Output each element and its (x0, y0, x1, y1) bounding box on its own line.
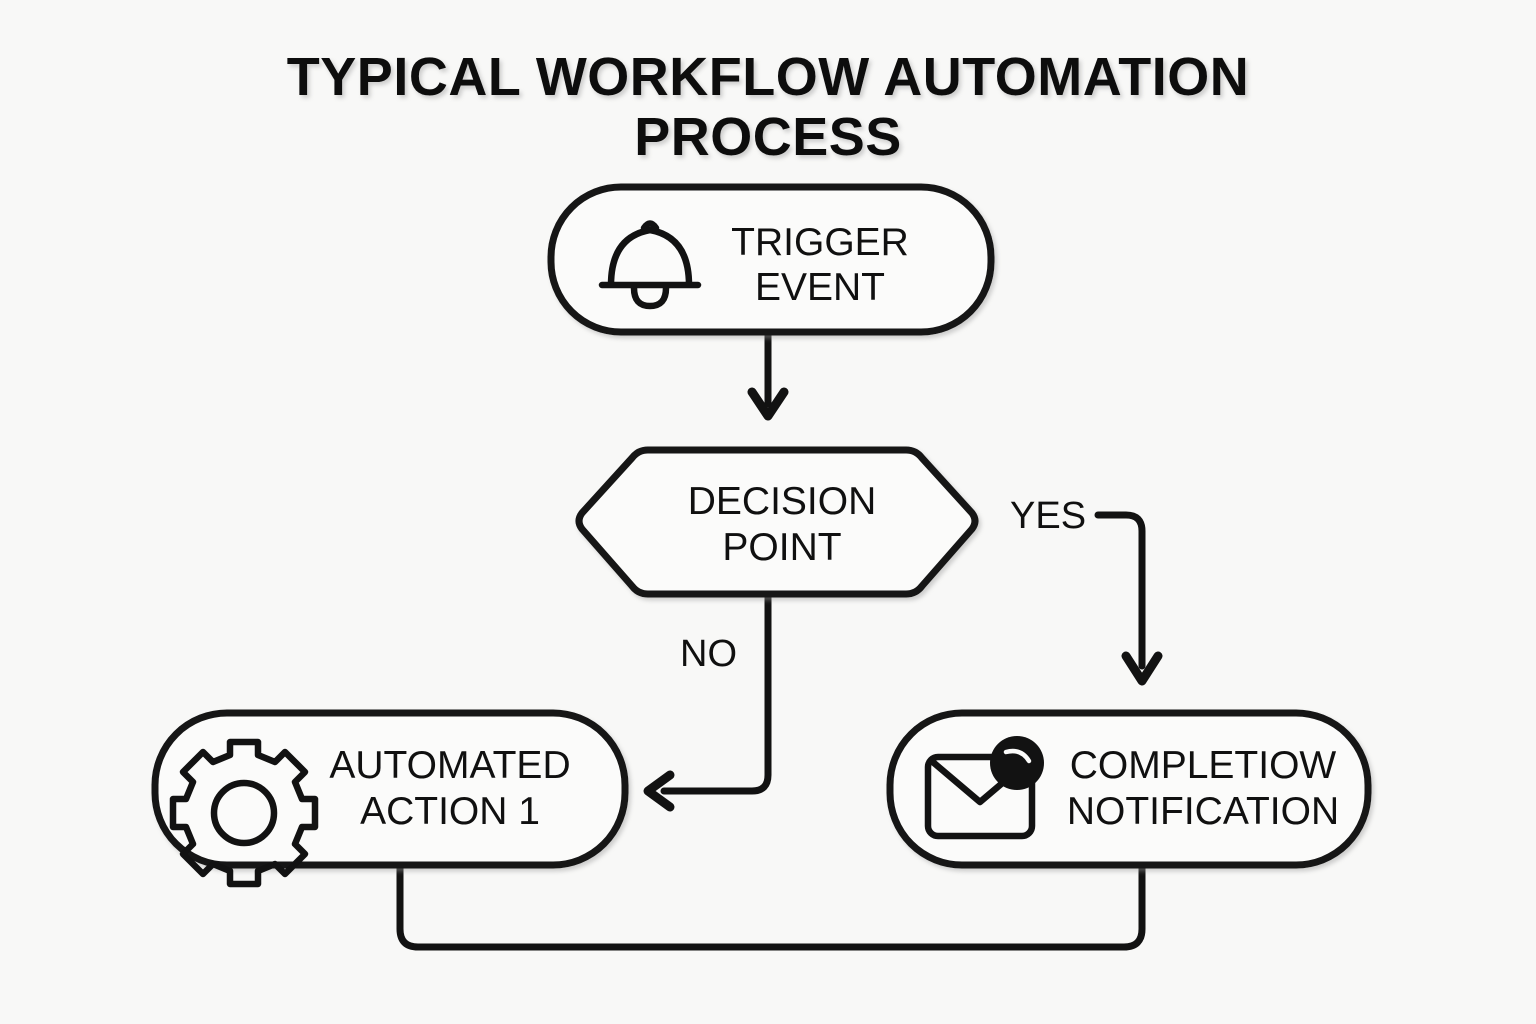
connector-decision-no: NO (643, 593, 772, 812)
bell-icon (598, 220, 702, 310)
node-label-line-1: COMPLETIOW (1070, 744, 1337, 787)
envelope-notification-icon (924, 736, 1044, 840)
node-label-line-2: POINT (722, 526, 841, 569)
connector-decision-yes: YES (1010, 495, 1163, 686)
node-completion-notification[interactable]: COMPLETIOW NOTIFICATION (886, 709, 1372, 869)
connector-line (396, 861, 1146, 951)
node-label-line-2: EVENT (755, 266, 885, 309)
node-label-line-2: NOTIFICATION (1067, 790, 1339, 833)
connector-line (660, 593, 772, 795)
connector-line (1094, 511, 1146, 670)
branch-label-no: NO (680, 633, 737, 675)
connector-trigger-to-decision (747, 328, 789, 421)
node-label-line-1: DECISION (688, 480, 877, 523)
node-shape-rounded-rectangle (547, 183, 995, 336)
arrowhead-down-icon (747, 387, 789, 421)
node-automated-action-1[interactable]: AUTOMATED ACTION 1 (151, 709, 629, 888)
diagram-title: TYPICAL WORKFLOW AUTOMATION PROCESS (287, 47, 1249, 167)
arrowhead-down-icon (1121, 651, 1163, 686)
title-line-1: TYPICAL WORKFLOW AUTOMATION (287, 47, 1249, 107)
branch-label-yes: YES (1010, 495, 1086, 537)
node-shape-hexagon (575, 446, 979, 598)
node-label-line-1: TRIGGER (731, 221, 909, 264)
gear-icon (169, 738, 319, 888)
title-line-2: PROCESS (634, 107, 902, 167)
node-label-line-2: ACTION 1 (360, 790, 540, 833)
node-decision-point[interactable]: DECISION POINT (575, 446, 979, 598)
node-trigger-event[interactable]: TRIGGER EVENT (547, 183, 995, 336)
connector-loop-back (396, 861, 1146, 951)
arrowhead-left-icon (643, 770, 675, 812)
node-label-line-1: AUTOMATED (329, 744, 570, 787)
